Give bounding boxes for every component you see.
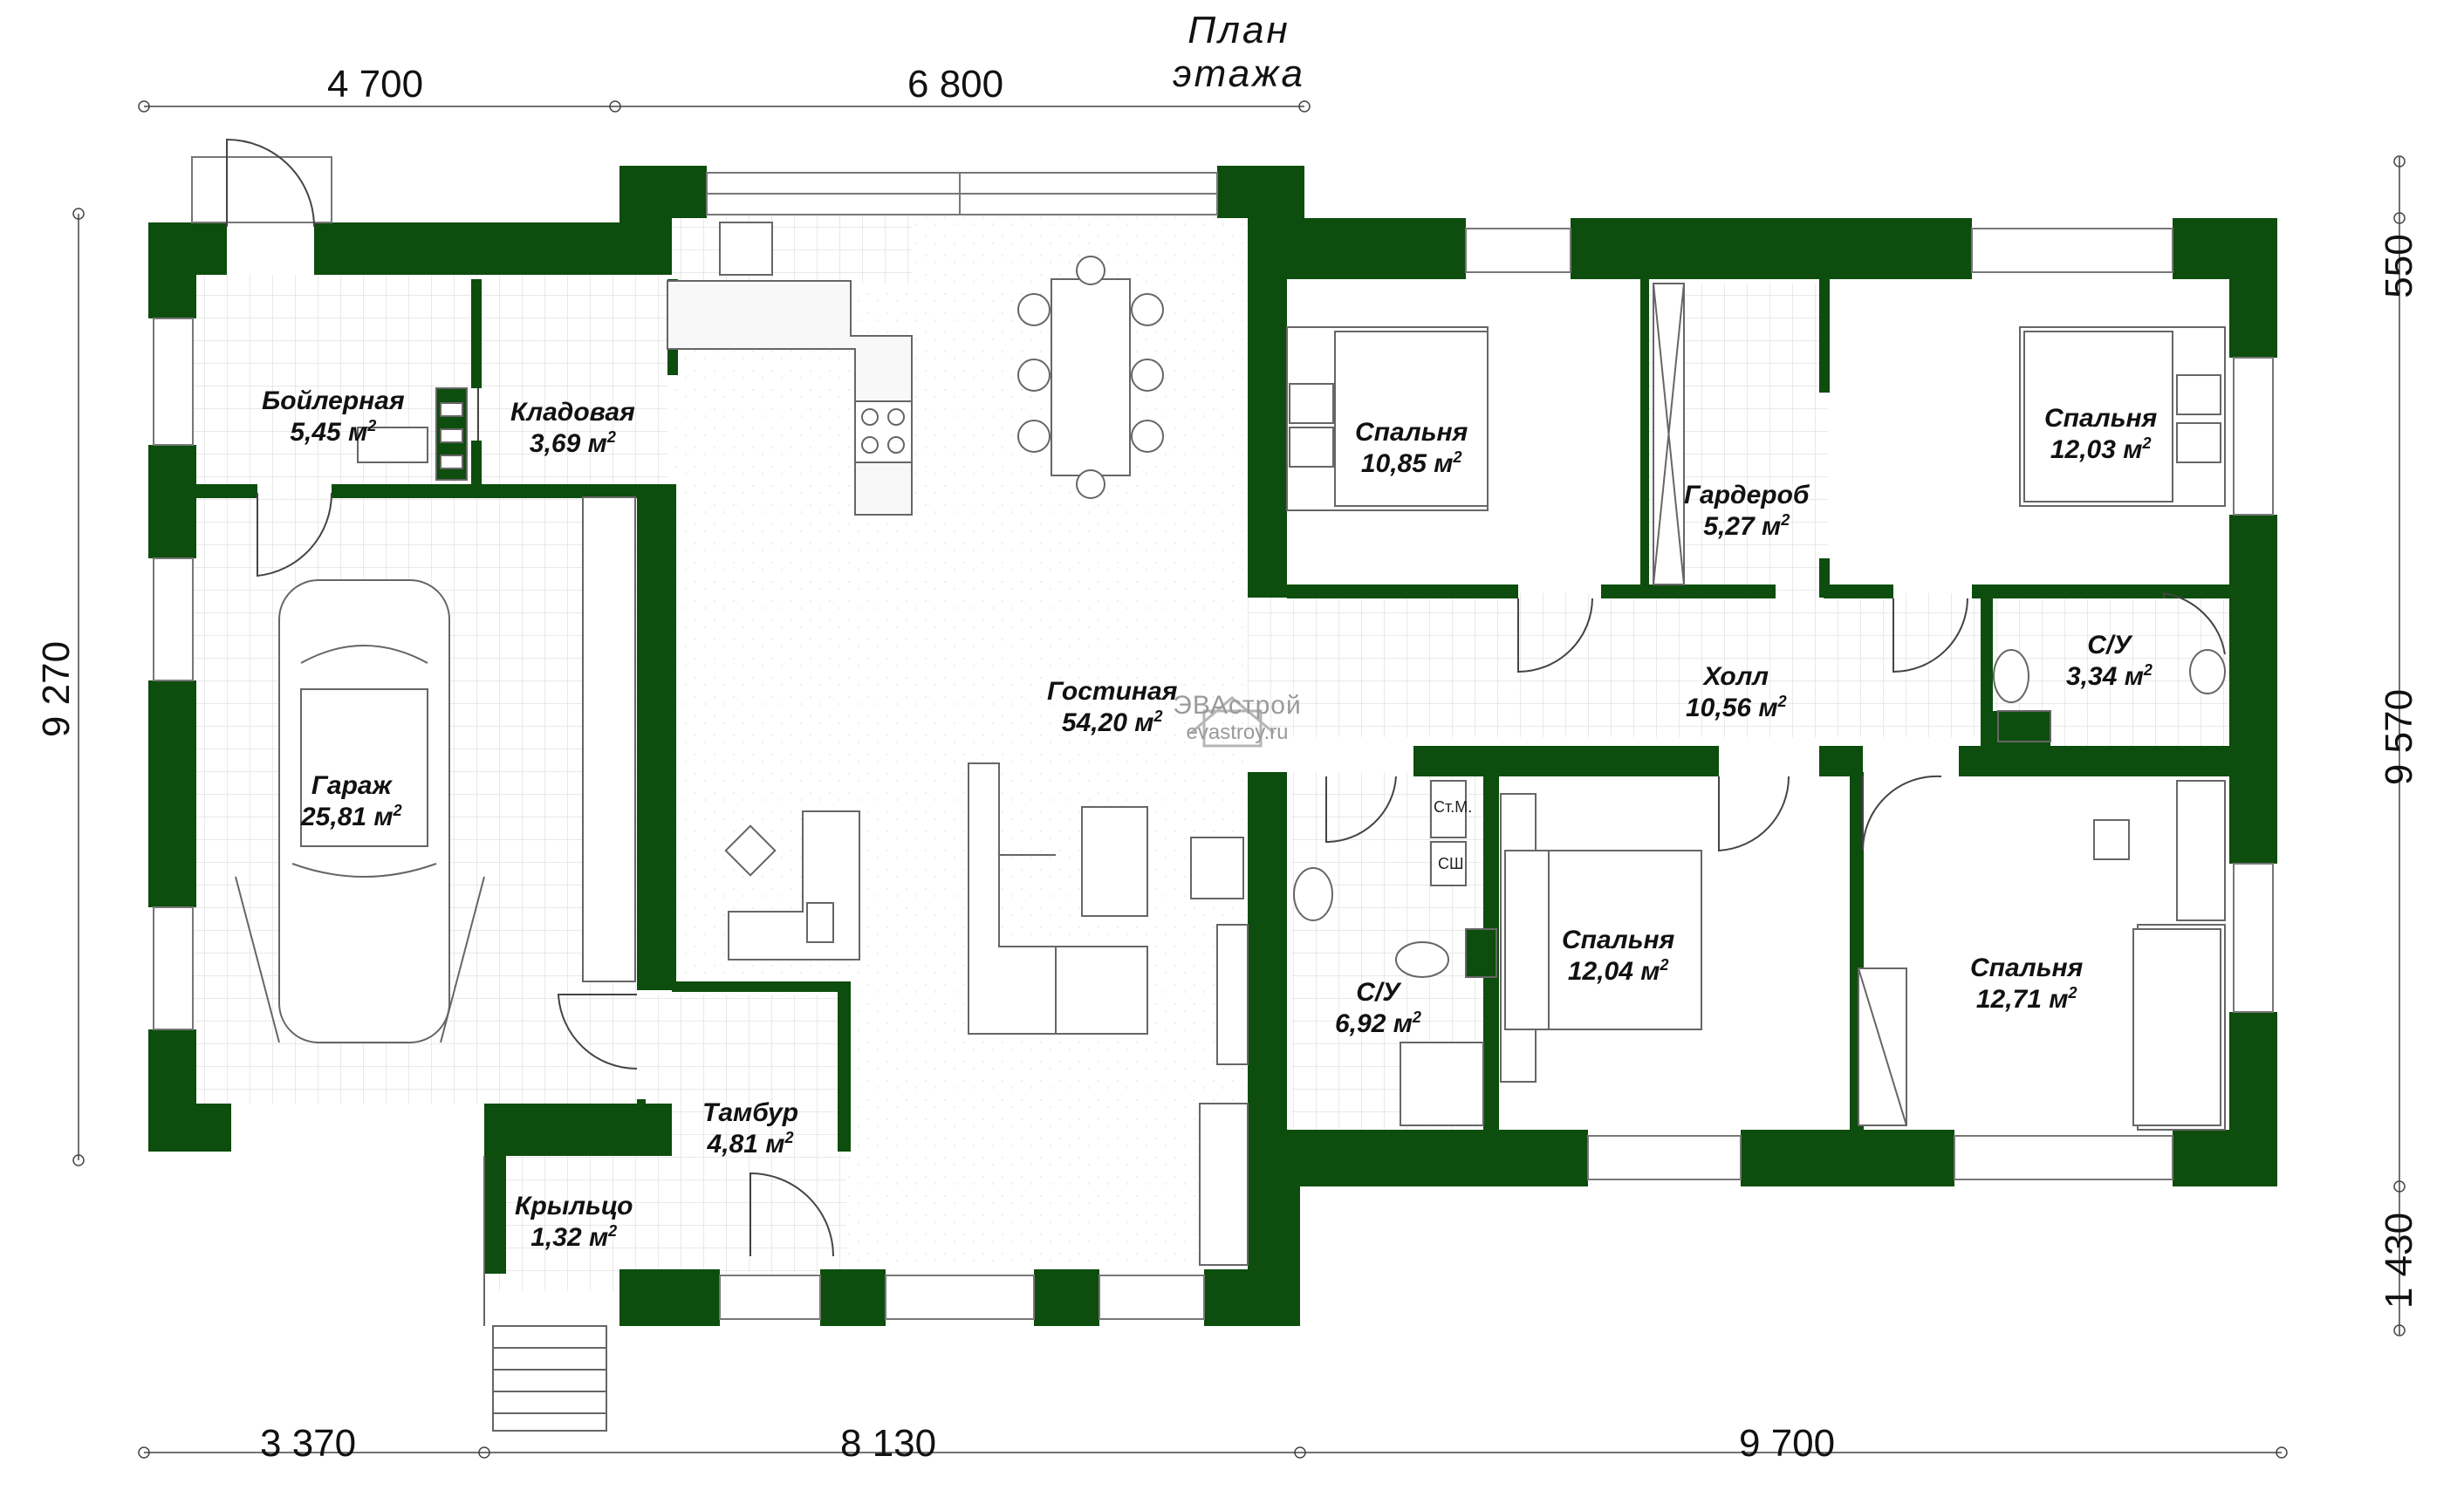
- room-label-hall: Холл 10,56 м2: [1686, 662, 1787, 722]
- room-label-porch: Крыльцо 1,32 м2: [515, 1192, 633, 1252]
- walls: [148, 166, 2277, 1326]
- porch-steps: [483, 1156, 607, 1432]
- dim-bottom-right: 9 700: [1739, 1422, 1836, 1465]
- dim-left: 9 270: [35, 640, 78, 738]
- dim-bottom-left: 3 370: [260, 1422, 357, 1465]
- dim-right-bottom: 1 430: [2378, 1212, 2420, 1309]
- room-label-bedroom3: Спальня 12,04 м2: [1562, 926, 1675, 986]
- room-label-storage: Кладовая 3,69 м2: [510, 398, 635, 458]
- room-label-bedroom2: Спальня 12,03 м2: [2044, 404, 2158, 464]
- watermark: ЭВАстрой evastroy.ru: [1150, 691, 1324, 745]
- room-label-bedroom1: Спальня 10,85 м2: [1355, 418, 1468, 478]
- windows: [153, 156, 2274, 1320]
- room-label-garage: Гараж 25,81 м2: [301, 771, 402, 831]
- room-label-bedroom4: Спальня 12,71 м2: [1970, 954, 2084, 1014]
- dim-right-top: 550: [2378, 234, 2420, 298]
- room-label-living: Гостиная 54,20 м2: [1047, 677, 1178, 737]
- watermark-logo: [1190, 696, 1275, 748]
- watermark-brand: ЭВАстрой: [1173, 691, 1302, 720]
- dryer-label: СШ: [1438, 855, 1464, 872]
- dim-top-right: 6 800: [907, 63, 1004, 106]
- page-title: План этажа: [1172, 9, 1305, 95]
- dim-right-mid: 9 570: [2378, 688, 2420, 786]
- room-label-vestibule: Тамбур 4,81 м2: [702, 1098, 799, 1159]
- doors: [226, 138, 2226, 1257]
- room-label-wc-large: С/У 6,92 м2: [1335, 978, 1421, 1038]
- washer-label: Ст.М.: [1434, 798, 1473, 816]
- dimension-lines: [72, 100, 2406, 1459]
- room-label-wc-small: С/У 3,34 м2: [2066, 631, 2153, 691]
- room-label-wardrobe: Гардероб 5,27 м2: [1684, 481, 1810, 541]
- watermark-site: evastroy.ru: [1186, 721, 1289, 744]
- furniture: [235, 222, 2226, 1266]
- dim-top-left: 4 700: [327, 63, 424, 106]
- room-label-boiler: Бойлерная 5,45 м2: [262, 386, 405, 447]
- dim-bottom-mid: 8 130: [840, 1422, 937, 1465]
- car-icon: [278, 579, 450, 1043]
